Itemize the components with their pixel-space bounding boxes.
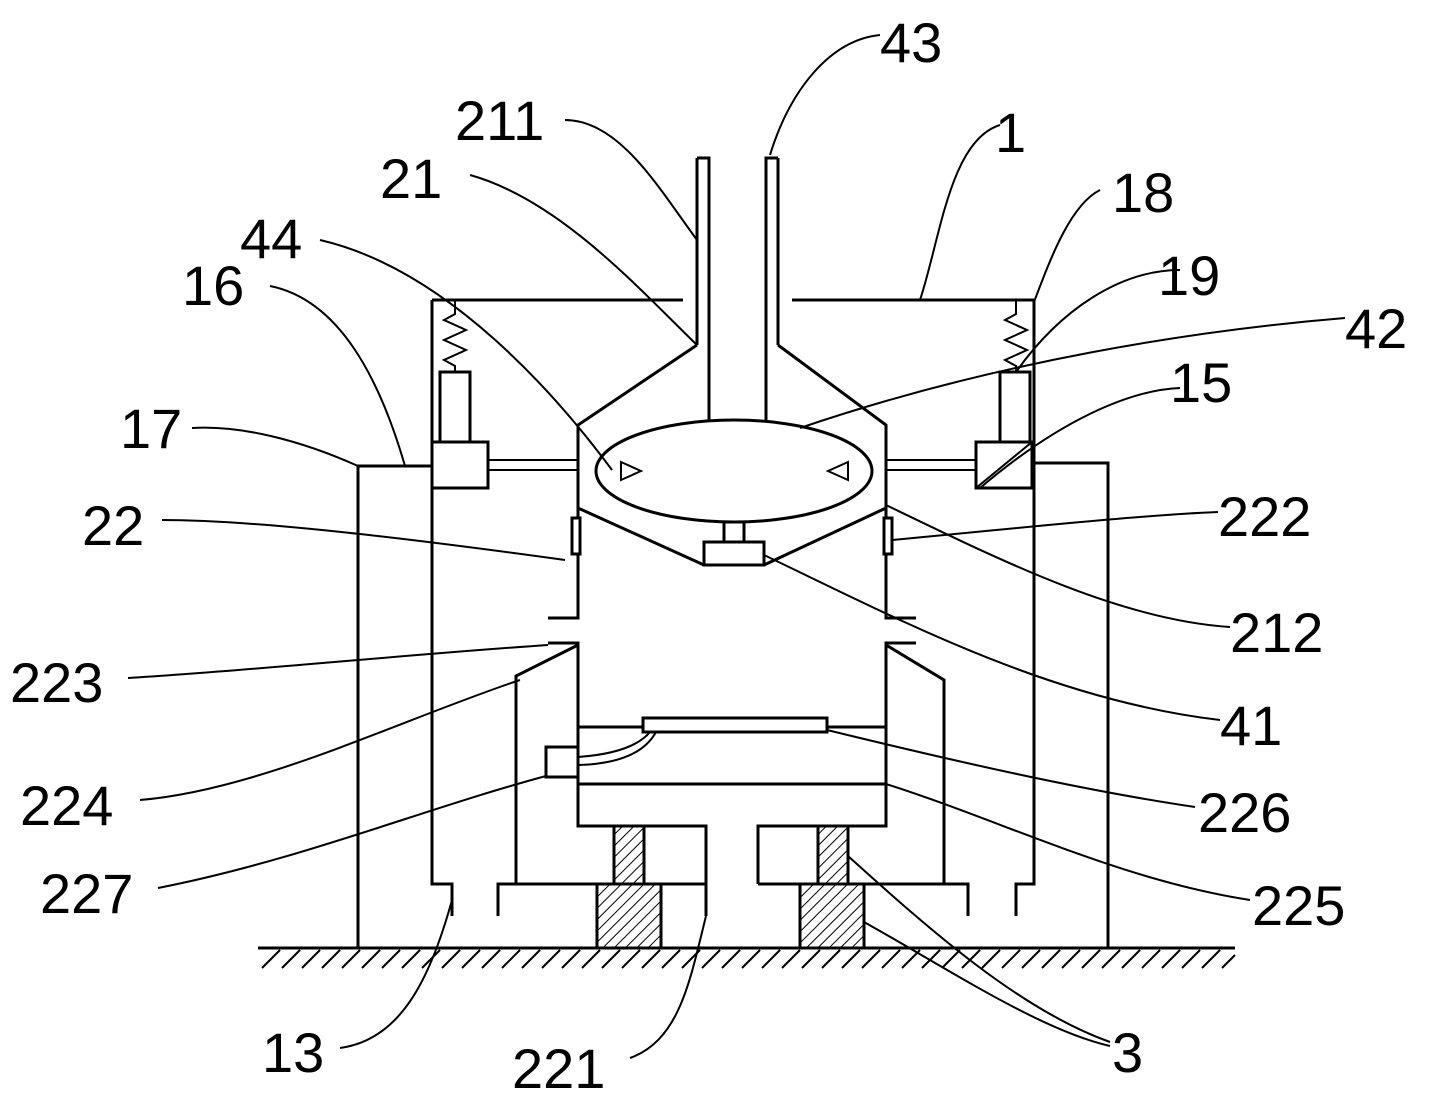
label-13: 13 [262, 1021, 324, 1084]
left-sensor [570, 516, 582, 556]
left-drive-block [430, 440, 490, 490]
label-224: 224 [20, 774, 113, 837]
right-nozzle-arrow [825, 460, 849, 482]
push-rods [488, 459, 976, 471]
label-22: 22 [82, 494, 144, 557]
bottom-nozzle [722, 520, 746, 544]
label-225: 225 [1252, 874, 1345, 937]
reference-labels: 43 211 1 21 18 44 16 19 42 15 17 22 222 … [10, 11, 1407, 1099]
label-43: 43 [880, 11, 942, 74]
label-221: 221 [512, 1037, 605, 1099]
right-damper-lower [798, 882, 866, 950]
lower-chamber [496, 641, 970, 916]
right-spring [1002, 300, 1030, 372]
controller-box [544, 745, 580, 779]
label-42: 42 [1345, 297, 1407, 360]
left-cylinder [438, 370, 472, 444]
left-spring [441, 300, 469, 372]
ground [258, 946, 1236, 969]
label-18: 18 [1112, 161, 1174, 224]
label-17: 17 [120, 397, 182, 460]
right-damper-upper [816, 824, 850, 886]
label-21: 21 [380, 147, 442, 210]
left-damper-lower [595, 882, 663, 950]
label-227: 227 [40, 862, 133, 925]
label-3: 3 [1112, 1021, 1143, 1084]
right-sensor [882, 516, 894, 556]
label-15: 15 [1170, 351, 1232, 414]
label-212: 212 [1230, 601, 1323, 664]
left-nozzle-arrow [620, 460, 644, 482]
label-222: 222 [1218, 485, 1311, 548]
hopper-chamber [548, 343, 916, 620]
nozzle-base [702, 540, 766, 567]
left-damper-upper [612, 824, 646, 886]
heater-plate [641, 716, 829, 734]
leader-lines [127, 34, 1346, 1059]
right-cylinder [998, 370, 1032, 444]
label-1: 1 [995, 101, 1026, 164]
annular-chamber [594, 418, 874, 524]
label-19: 19 [1158, 244, 1220, 307]
label-226: 226 [1198, 781, 1291, 844]
feed-pipe [695, 156, 780, 420]
label-223: 223 [10, 651, 103, 714]
label-44: 44 [240, 207, 302, 270]
label-41: 41 [1220, 694, 1282, 757]
label-16: 16 [182, 254, 244, 317]
label-211: 211 [455, 89, 544, 152]
